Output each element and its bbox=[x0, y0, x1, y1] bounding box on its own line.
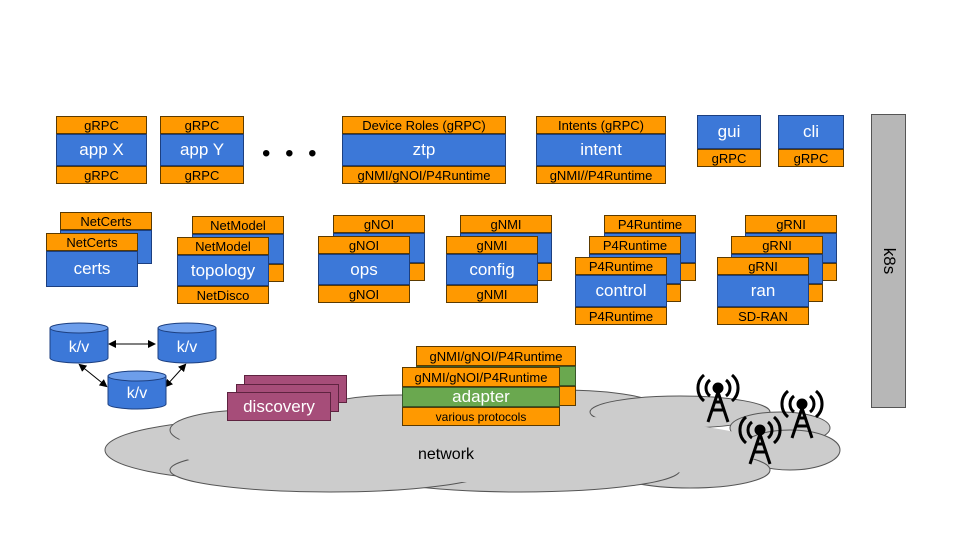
gui-bottom-label: gRPC bbox=[697, 149, 761, 167]
kv-db-icon: k/v bbox=[157, 322, 217, 364]
adapter-top-label: gNMI/gNOI/P4Runtime bbox=[402, 367, 560, 387]
ran-card: gRNI ran SD-RAN bbox=[717, 257, 809, 325]
ztp-block: Device Roles (gRPC) ztp gNMI/gNOI/P4Runt… bbox=[342, 116, 506, 184]
certs-stack: NetCerts NetCerts certs bbox=[46, 212, 154, 287]
ops-label: ops bbox=[318, 254, 410, 285]
k8s-bar: k8s bbox=[871, 114, 906, 408]
ztp-top-label: Device Roles (gRPC) bbox=[342, 116, 506, 134]
ztp-label: ztp bbox=[342, 134, 506, 166]
control-card: P4Runtime control P4Runtime bbox=[575, 257, 667, 325]
adapter-back-top-label: gNMI/gNOI/P4Runtime bbox=[416, 346, 576, 366]
kv-label-2: k/v bbox=[177, 339, 197, 356]
cli-bottom-label: gRPC bbox=[778, 149, 844, 167]
app-y-top-label: gRPC bbox=[160, 116, 244, 134]
topology-label: topology bbox=[177, 255, 269, 286]
kv-db-icon: k/v bbox=[49, 322, 109, 364]
app-x-label: app X bbox=[56, 134, 147, 166]
ops-stack: gNOI gNOI ops gNOI bbox=[318, 215, 425, 303]
config-back-top-label: gNMI bbox=[460, 215, 552, 233]
intent-label: intent bbox=[536, 134, 666, 166]
certs-back-top-label: NetCerts bbox=[60, 212, 152, 230]
control-top-label: P4Runtime bbox=[575, 257, 667, 275]
kv-label-1: k/v bbox=[69, 339, 89, 356]
certs-top-label: NetCerts bbox=[46, 233, 138, 251]
app-y-label: app Y bbox=[160, 134, 244, 166]
app-y-bottom-label: gRPC bbox=[160, 166, 244, 184]
k8s-label: k8s bbox=[879, 247, 899, 275]
config-label: config bbox=[446, 254, 538, 285]
kv-arrows bbox=[78, 340, 187, 388]
topology-card: NetModel topology NetDisco bbox=[177, 237, 269, 304]
adapter-bottom-label: various protocols bbox=[402, 407, 560, 426]
kv-db-icon: k/v bbox=[107, 370, 167, 410]
control-back2-top-label: P4Runtime bbox=[604, 215, 696, 233]
network-label: network bbox=[418, 446, 475, 463]
app-x-bottom-label: gRPC bbox=[56, 166, 147, 184]
topology-back-top-label: NetModel bbox=[192, 216, 284, 234]
control-stack: P4Runtime P4Runtime P4Runtime control P4… bbox=[575, 215, 697, 325]
gui-block: gui gRPC bbox=[697, 115, 761, 167]
certs-label: certs bbox=[46, 251, 138, 287]
topology-top-label: NetModel bbox=[177, 237, 269, 255]
ops-bottom-label: gNOI bbox=[318, 285, 410, 303]
ran-back1-top-label: gRNI bbox=[731, 236, 823, 254]
ran-top-label: gRNI bbox=[717, 257, 809, 275]
adapter-label: adapter bbox=[402, 387, 560, 407]
topology-stack: NetModel NetModel topology NetDisco bbox=[177, 216, 285, 304]
gui-label: gui bbox=[697, 115, 761, 149]
app-x-block: gRPC app X gRPC bbox=[56, 116, 147, 184]
ran-bottom-label: SD-RAN bbox=[717, 307, 809, 325]
ops-top-label: gNOI bbox=[318, 236, 410, 254]
adapter-stack: gNMI/gNOI/P4Runtime gNMI/gNOI/P4Runtime … bbox=[402, 346, 576, 426]
discovery-card: discovery bbox=[227, 392, 331, 421]
ran-stack: gRNI gRNI gRNI ran SD-RAN bbox=[717, 215, 837, 325]
app-x-top-label: gRPC bbox=[56, 116, 147, 134]
control-back1-top-label: P4Runtime bbox=[589, 236, 681, 254]
cli-block: cli gRPC bbox=[778, 115, 844, 167]
certs-card: NetCerts certs bbox=[46, 233, 138, 287]
cli-label: cli bbox=[778, 115, 844, 149]
ops-back-top-label: gNOI bbox=[333, 215, 425, 233]
cell-tower-icon bbox=[696, 373, 824, 465]
intent-bottom-label: gNMI//P4Runtime bbox=[536, 166, 666, 184]
app-y-block: gRPC app Y gRPC bbox=[160, 116, 244, 184]
config-top-label: gNMI bbox=[446, 236, 538, 254]
topology-bottom-label: NetDisco bbox=[177, 286, 269, 304]
config-bottom-label: gNMI bbox=[446, 285, 538, 303]
control-bottom-label: P4Runtime bbox=[575, 307, 667, 325]
ran-back2-top-label: gRNI bbox=[745, 215, 837, 233]
config-card: gNMI config gNMI bbox=[446, 236, 538, 303]
intent-block: Intents (gRPC) intent gNMI//P4Runtime bbox=[536, 116, 666, 184]
ops-card: gNOI ops gNOI bbox=[318, 236, 410, 303]
config-stack: gNMI gNMI config gNMI bbox=[446, 215, 552, 303]
kv-label-3: k/v bbox=[127, 385, 147, 402]
adapter-card: gNMI/gNOI/P4Runtime adapter various prot… bbox=[402, 367, 560, 426]
kv-cluster: k/v k/v k/v bbox=[49, 322, 217, 410]
intent-top-label: Intents (gRPC) bbox=[536, 116, 666, 134]
ztp-bottom-label: gNMI/gNOI/P4Runtime bbox=[342, 166, 506, 184]
control-label: control bbox=[575, 275, 667, 307]
ellipsis: • • • bbox=[262, 140, 321, 167]
ran-label: ran bbox=[717, 275, 809, 307]
